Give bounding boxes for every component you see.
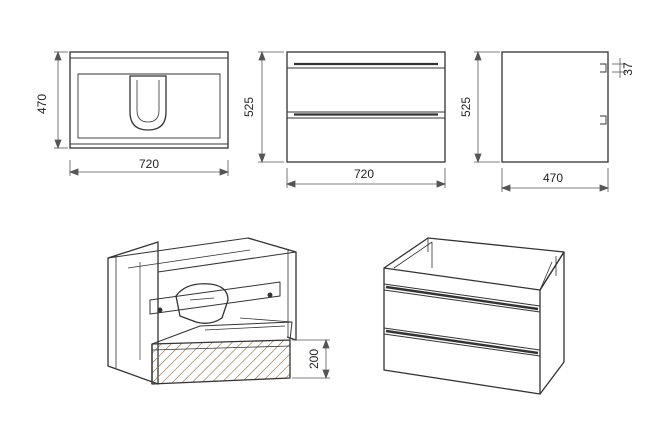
side-lower-handle-notch <box>600 115 607 125</box>
top-depth-dim: 470 <box>35 94 49 114</box>
side-view-outline <box>501 51 609 163</box>
iso-upper-handle <box>385 285 539 311</box>
iso-top-edge <box>383 237 565 291</box>
top-view-dimensions <box>54 50 230 176</box>
iso-drawer-dimension <box>292 338 330 380</box>
front-view-outline <box>286 51 446 163</box>
side-height-dim: 525 <box>459 97 473 117</box>
top-view <box>69 51 229 149</box>
iso-closed-view <box>383 237 565 395</box>
side-view <box>501 51 609 163</box>
iso-drawer-box <box>151 321 293 345</box>
top-width-dim: 720 <box>139 157 159 171</box>
front-view <box>286 51 446 163</box>
iso-lower-handle <box>385 329 539 355</box>
side-upper-handle-notch <box>600 63 607 73</box>
iso-right-side <box>539 251 565 395</box>
top-view-outline <box>69 51 229 149</box>
siphon-cutout <box>129 75 167 131</box>
top-view-inner <box>77 73 221 139</box>
iso-open-view <box>107 237 297 385</box>
front-width-dim: 720 <box>354 167 374 181</box>
iso-sink-support <box>149 281 281 315</box>
side-depth-dim: 470 <box>543 171 563 185</box>
side-handle-dim: 37 <box>621 62 635 76</box>
front-height-dim: 525 <box>242 97 256 117</box>
side-view-dimensions <box>474 50 626 192</box>
front-view-dimensions <box>258 50 447 188</box>
iso-siphon-cutout <box>175 283 229 324</box>
iso-drawer-height-dim: 200 <box>307 349 321 369</box>
